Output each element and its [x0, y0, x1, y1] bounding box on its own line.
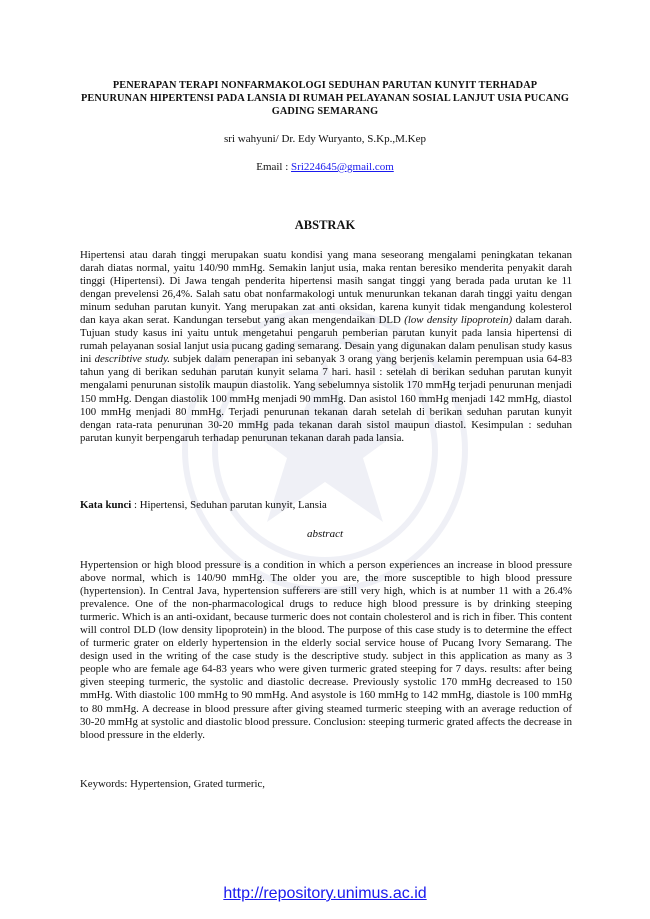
abstrak-text-2: dalam darah. Tujuan study kasus ini yait… — [80, 314, 572, 366]
keywords-line: Keywords: Hypertension, Grated turmeric, — [80, 778, 265, 790]
abstrak-italic-term-1: (low density lipoprotein) — [404, 314, 513, 327]
kata-kunci-values: : Hipertensi, Seduhan parutan kunyit, La… — [131, 499, 327, 511]
abstract-heading: abstract — [306, 528, 344, 540]
kata-kunci-line: Kata kunci : Hipertensi, Seduhan parutan… — [80, 499, 572, 512]
email-label: Email : — [256, 161, 292, 173]
abstrak-italic-term-2: describtive study. — [94, 353, 170, 366]
abstrak-paragraph: Hipertensi atau darah tinggi merupakan s… — [80, 249, 572, 445]
abstrak-text-3: subjek dalam penerapan ini sebanyak 3 or… — [80, 353, 572, 444]
abstrak-heading: ABSTRAK — [294, 218, 356, 232]
abstract-paragraph: Hypertension or high blood pressure is a… — [80, 559, 572, 741]
email-link[interactable]: Sri224645@gmail.com — [291, 161, 394, 173]
author-line: sri wahyuni/ Dr. Edy Wuryanto, S.Kp.,M.K… — [224, 133, 426, 145]
repository-link[interactable]: http://repository.unimus.ac.id — [223, 885, 427, 902]
abstrak-text-1: Hipertensi atau darah tinggi merupakan s… — [80, 249, 572, 327]
paper-title: PENERAPAN TERAPI NONFARMAKOLOGI SEDUHAN … — [81, 80, 569, 117]
footer: http://repository.unimus.ac.id — [80, 884, 570, 903]
university-seal-watermark-icon — [182, 307, 468, 593]
kata-kunci-label: Kata kunci — [80, 499, 132, 511]
email-line: Email : Sri224645@gmail.com — [80, 161, 570, 174]
